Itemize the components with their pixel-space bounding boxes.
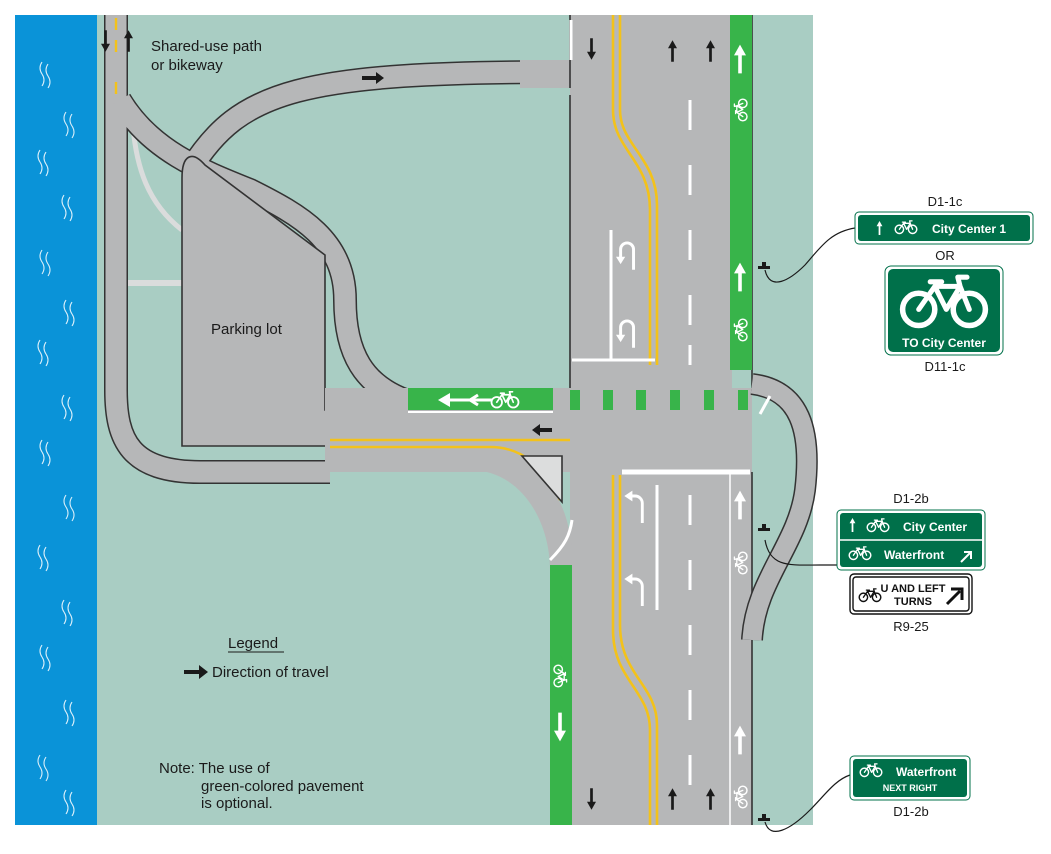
sign-d11-1c-code: D11-1c (925, 359, 966, 374)
water-ripples (37, 61, 75, 817)
legend-title: Legend (228, 635, 278, 652)
legend-arrow-icon (184, 665, 208, 679)
yellow-centerline-north (611, 15, 659, 365)
sign-d1-1c-code: D1-1c (928, 194, 963, 209)
yellow-centerline-south (611, 475, 659, 825)
sign-r9-25-code: R9-25 (893, 619, 928, 634)
sign-d1-2b-bottom-line1: Waterfront (896, 765, 956, 779)
east-path-loop-fill (742, 374, 817, 641)
sign-d1-2b-bottom: Waterfront NEXT RIGHT (849, 755, 971, 801)
sign-d1-2b-bottom-line2: NEXT RIGHT (883, 783, 938, 793)
roadway-south (570, 460, 752, 825)
note-line2: green-colored pavement (201, 778, 364, 795)
sign-d1-2b-top-line1: City Center (903, 520, 967, 534)
parking-lot-label: Parking lot (211, 321, 283, 338)
shared-use-path (104, 15, 569, 484)
traffic-island (520, 455, 563, 505)
sign-d11-1c-text: TO City Center (902, 336, 986, 350)
sign-d11-1c: TO City Center (884, 265, 1004, 356)
white-lane-markings (408, 20, 750, 825)
sign-r9-25-line1: U AND LEFT (881, 583, 946, 595)
shared-use-path-label-line1: Shared-use path (151, 38, 262, 55)
sign-r9-25-line2: TURNS (894, 596, 932, 608)
pavement-arrows (438, 44, 746, 755)
east-path-crossing-mark (758, 395, 772, 415)
corner-curb (325, 450, 572, 825)
travel-arrows (101, 30, 715, 810)
note-line3: is optional. (201, 795, 273, 812)
sign-d1-2b-top: City Center Waterfront (836, 509, 986, 571)
path-road-connector (520, 60, 570, 88)
sign-d1-1c: City Center 1 (854, 211, 1034, 245)
shared-use-path-label-line2: or bikeway (151, 57, 223, 74)
bike-lane-south (550, 565, 572, 825)
sign-d1-2b-top-line2: Waterfront (884, 548, 944, 562)
sign-or-label: OR (935, 248, 955, 263)
sign-d1-1c-text: City Center 1 (932, 222, 1006, 236)
sign-r9-25: U AND LEFT TURNS (849, 573, 973, 615)
legend-item-label: Direction of travel (212, 664, 329, 681)
sign-d1-2b-top-code: D1-2b (893, 491, 928, 506)
sign-d1-2b-bottom-code: D1-2b (893, 804, 928, 819)
bike-crossing-dashes (570, 390, 748, 410)
note-line1: Note: The use of (159, 760, 270, 777)
water-area (15, 15, 97, 825)
leader-lines (764, 227, 856, 832)
sign-posts (758, 262, 770, 821)
